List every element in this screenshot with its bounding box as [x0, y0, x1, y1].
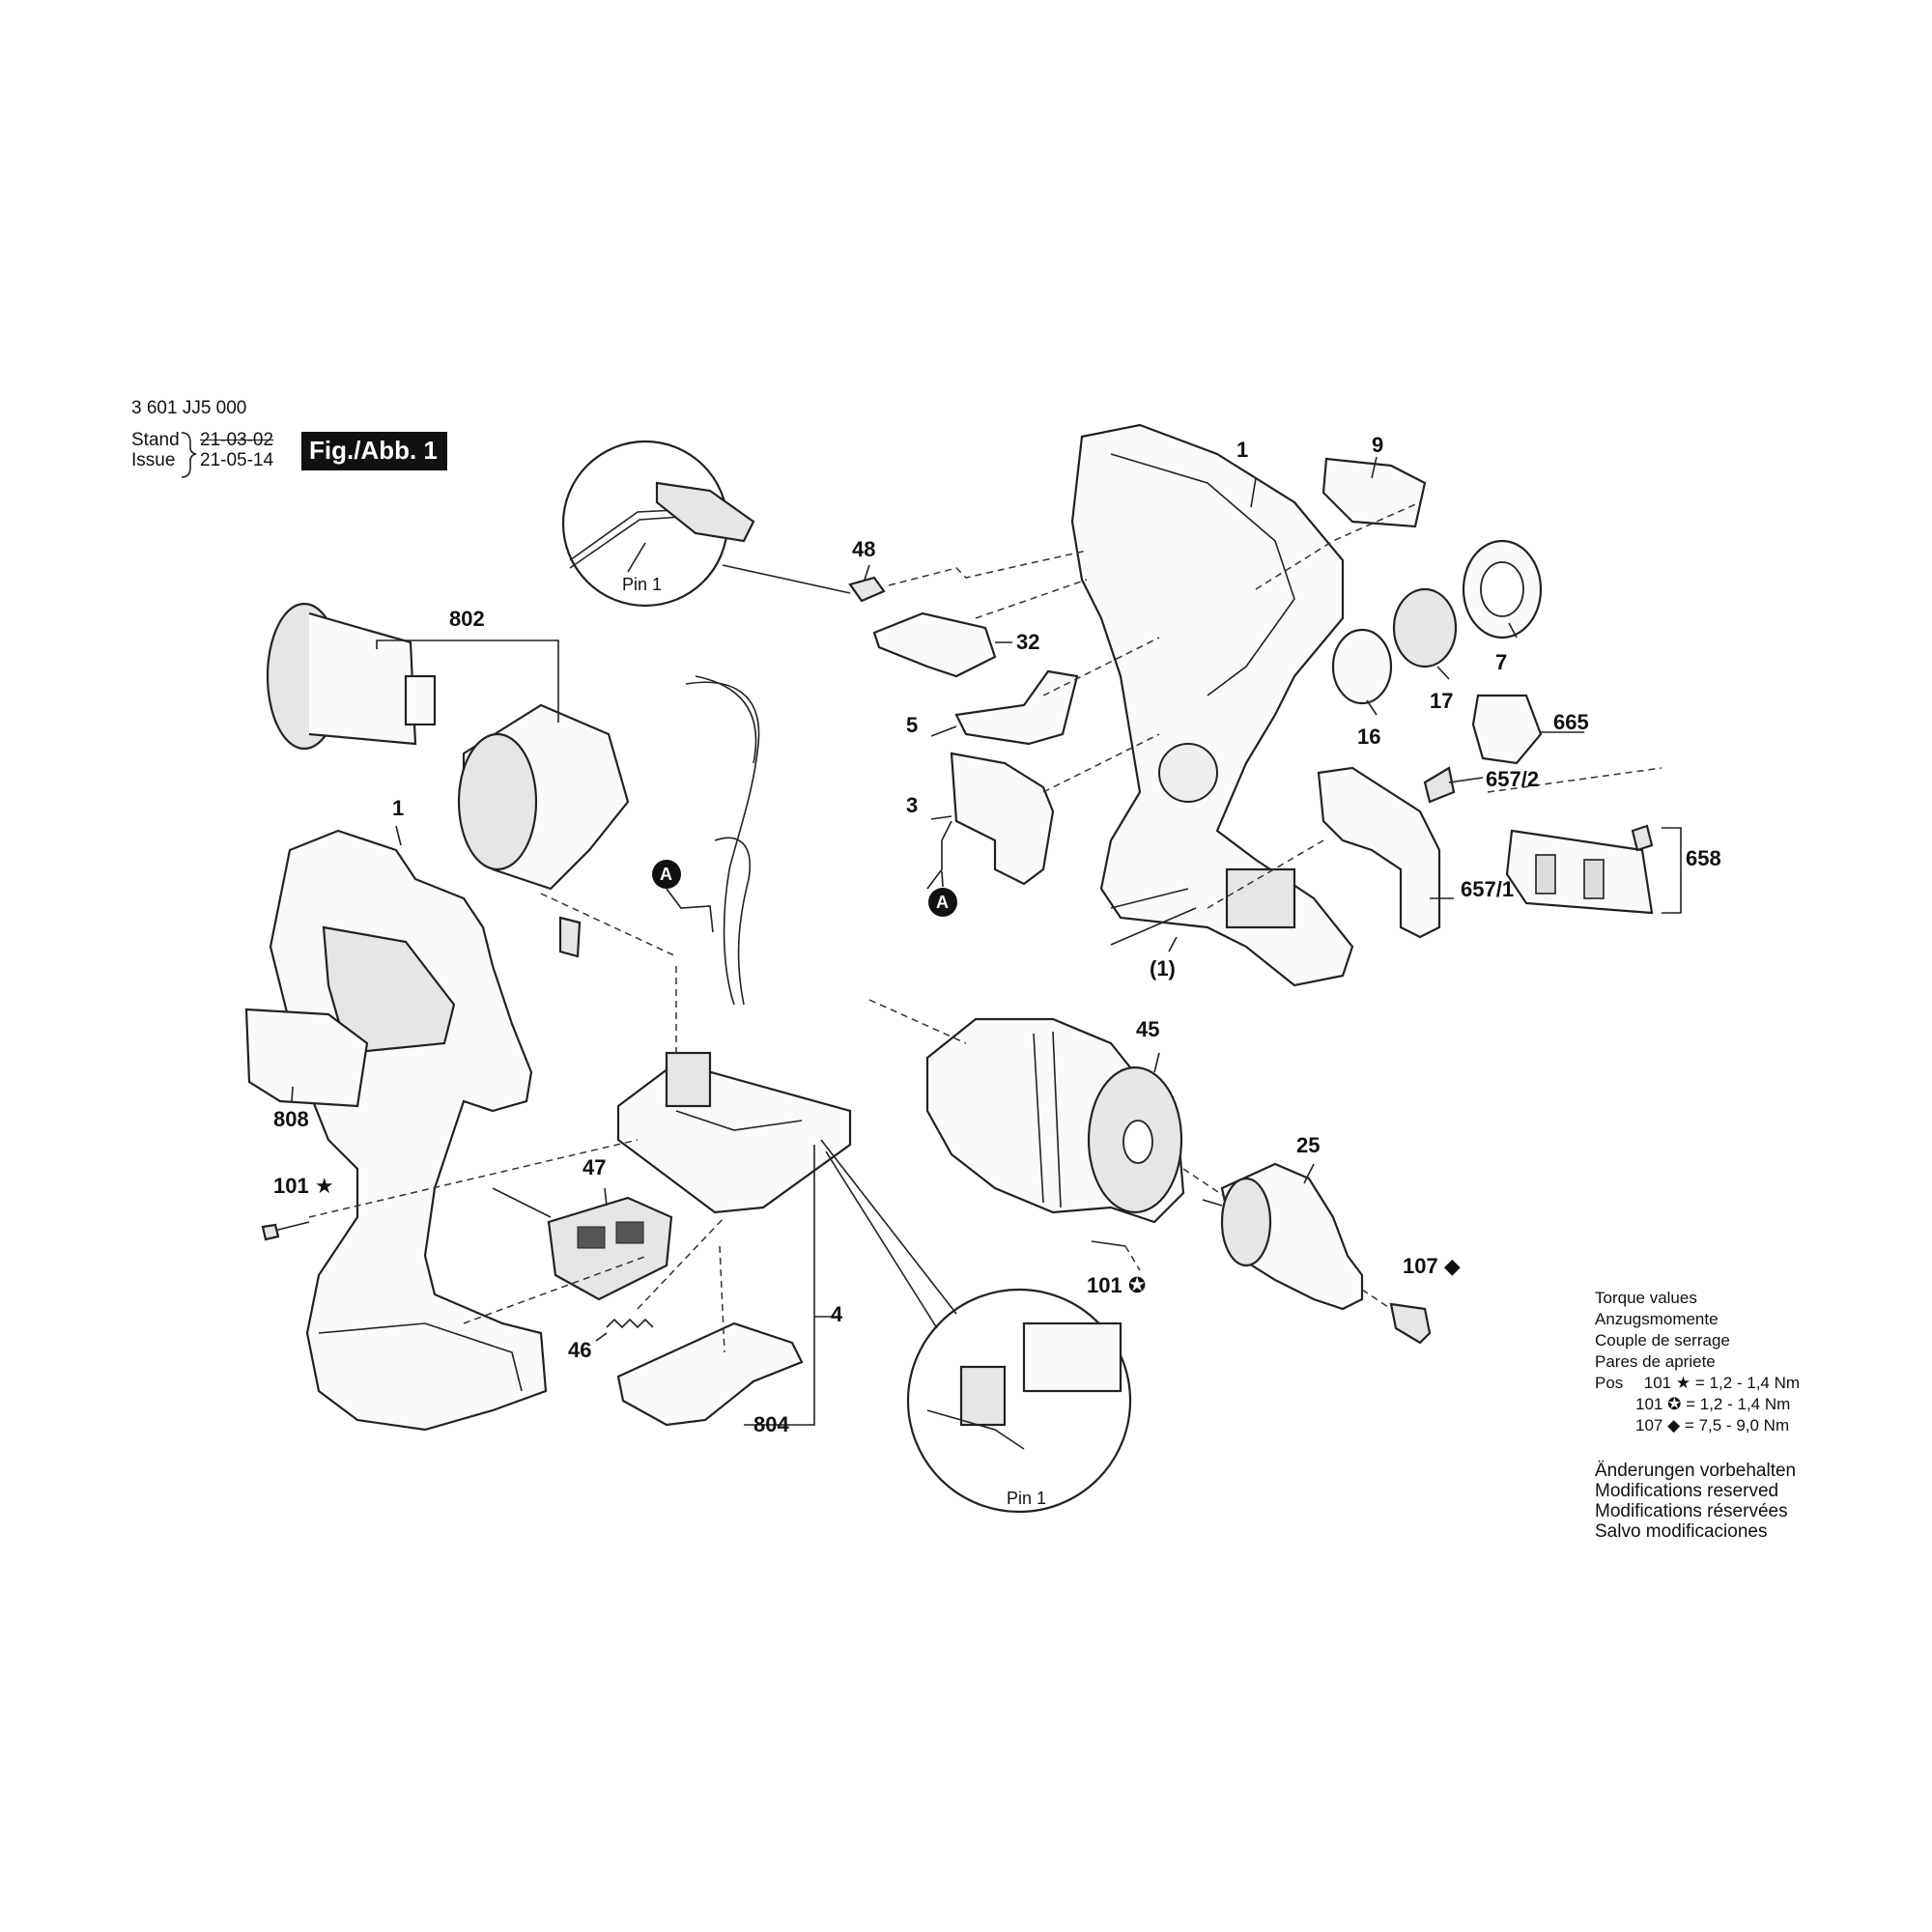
callout-804: 804 [753, 1412, 789, 1436]
note-fr: Modifications réservées [1595, 1501, 1788, 1521]
chuck-25 [1202, 1162, 1364, 1311]
circled-star-icon: ✪ [1667, 1395, 1682, 1413]
issue-date: 21-05-14 [200, 450, 274, 470]
torque-row-3-pos: 107 [1635, 1416, 1663, 1435]
motor-802 [266, 602, 630, 958]
part-48 [848, 576, 886, 603]
torque-row-2-pos: 101 [1635, 1395, 1663, 1413]
stand-label: Stand [131, 430, 180, 450]
switch-3 [950, 752, 1055, 886]
part-17 [1392, 587, 1458, 668]
callout-4: 4 [831, 1302, 843, 1326]
bit-holder-658 [1505, 829, 1654, 915]
keypad-47 [547, 1196, 673, 1301]
screw-107 [1389, 1302, 1432, 1345]
torque-row-3-value: = 7,5 - 9,0 Nm [1684, 1416, 1790, 1435]
callout-802: 802 [449, 607, 485, 631]
torque-row-2-value: = 1,2 - 1,4 Nm [1686, 1395, 1791, 1413]
callout-101-circled-star-number: 101 [1087, 1273, 1122, 1297]
belt-clip-657-1 [1317, 766, 1441, 939]
callout-657-1: 657/1 [1461, 877, 1515, 901]
connector-a-left-icon [652, 860, 681, 889]
callout-47: 47 [582, 1155, 607, 1179]
star-icon: ★ [308, 1174, 334, 1198]
part-5 [954, 669, 1079, 746]
torque-heading-1: Torque values [1595, 1289, 1697, 1307]
star-icon: ★ [1675, 1374, 1691, 1392]
note-de: Änderungen vorbehalten [1595, 1461, 1797, 1481]
detail-circle-bottom [820, 1139, 1132, 1514]
callout-48: 48 [852, 537, 876, 561]
callout-9: 9 [1372, 433, 1384, 457]
part-16 [1331, 628, 1393, 705]
torque-row-3: 107 ◆ = 7,5 - 9,0 Nm [1635, 1416, 1789, 1435]
diamond-icon: ◆ [1437, 1254, 1461, 1278]
torque-row-1: Pos 101 ★ = 1,2 - 1,4 Nm [1595, 1374, 1800, 1393]
issue-label: Issue [131, 450, 176, 470]
note-es: Salvo modificaciones [1595, 1521, 1768, 1542]
doc-number: 3 601 JJ5 000 [131, 398, 247, 418]
stand-date: 21-03-02 [200, 430, 274, 450]
circled-star-icon: ✪ [1122, 1273, 1147, 1297]
torque-row-1-value: = 1,2 - 1,4 Nm [1694, 1374, 1801, 1392]
callout-657-2: 657/2 [1486, 767, 1540, 791]
callout-107-number: 107 [1403, 1254, 1438, 1278]
callout-46: 46 [568, 1338, 592, 1362]
callout-1-paren: (1) [1150, 956, 1176, 980]
plate-804 [616, 1321, 804, 1427]
callout-665: 665 [1553, 710, 1589, 734]
callout-25: 25 [1296, 1133, 1321, 1157]
part-665 [1471, 694, 1543, 765]
torque-heading-2: Anzugsmomente [1595, 1310, 1719, 1328]
note-en: Modifications reserved [1595, 1481, 1779, 1501]
callout-32: 32 [1016, 630, 1040, 654]
spring-46 [606, 1318, 654, 1329]
callout-5: 5 [906, 713, 919, 737]
torque-heading-3: Couple de serrage [1595, 1331, 1730, 1350]
connector-a-right-label: A [936, 893, 949, 912]
pin1-label-top: Pin 1 [622, 575, 663, 594]
torque-row-1-pos: 101 [1643, 1374, 1672, 1392]
connector-a-right-icon [928, 888, 957, 917]
callout-16: 16 [1357, 724, 1381, 749]
callout-808: 808 [273, 1107, 309, 1131]
callout-101-circled-star: 101 ✪ [1087, 1275, 1146, 1296]
housing-half-left [269, 829, 548, 1432]
torque-heading-4: Pares de apriete [1595, 1352, 1716, 1371]
callout-1-top: 1 [1236, 438, 1249, 462]
torque-pos-label: Pos [1595, 1374, 1624, 1392]
diamond-icon: ◆ [1667, 1416, 1681, 1435]
slider-32 [872, 611, 997, 678]
callout-45: 45 [1136, 1017, 1160, 1041]
callout-17: 17 [1430, 689, 1454, 713]
electronics-board-4 [616, 1051, 852, 1214]
pin1-label-bottom: Pin 1 [1007, 1489, 1047, 1508]
label-sticker-808 [244, 1008, 369, 1108]
callout-7: 7 [1495, 650, 1508, 674]
housing-half-right [1070, 423, 1354, 987]
screw-657-2 [1423, 766, 1456, 804]
callout-101-star-number: 101 [273, 1174, 309, 1198]
callout-3: 3 [906, 793, 919, 817]
connector-a-left-label: A [660, 865, 672, 884]
torque-row-2: 101 ✪ = 1,2 - 1,4 Nm [1635, 1395, 1790, 1414]
detail-circle-top [561, 440, 851, 608]
label-sticker-9 [1321, 457, 1427, 528]
callout-101-star: 101 ★ [273, 1176, 334, 1197]
gearbox-45 [925, 1017, 1185, 1224]
callout-658: 658 [1686, 846, 1721, 870]
callout-107: 107 ◆ [1403, 1256, 1461, 1277]
figure-label: Fig./Abb. 1 [301, 432, 447, 470]
callout-1-left: 1 [392, 796, 405, 820]
